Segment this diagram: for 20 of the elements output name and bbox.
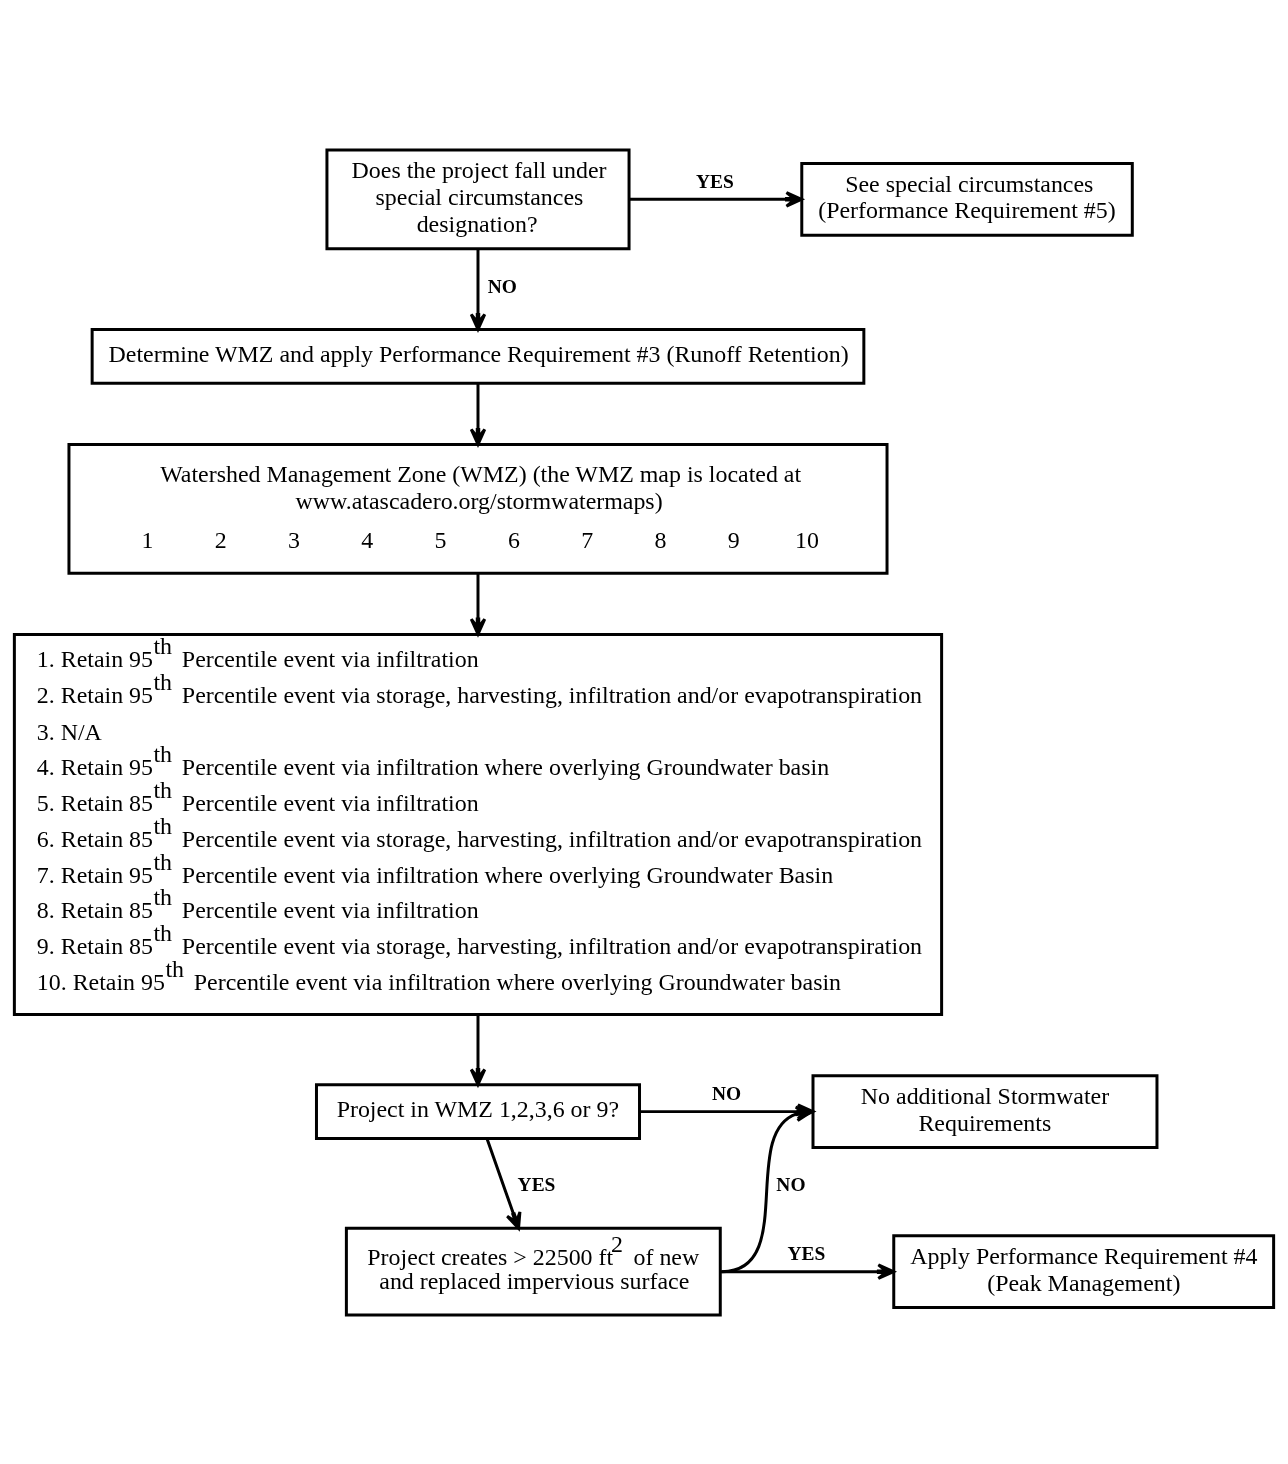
node-box: Does the project fall under special circumstances designation? bbox=[325, 148, 631, 250]
edge-label: YES bbox=[695, 170, 734, 192]
node-box: No additional Stormwater Requirements bbox=[811, 1073, 1159, 1149]
arrow bbox=[485, 1138, 522, 1230]
edge-label: NO bbox=[487, 275, 517, 297]
arrow bbox=[720, 1262, 895, 1280]
node-box: See special circumstances (Performance Requirement #5) bbox=[800, 161, 1134, 237]
node-box: Apply Performance Requirement #4 (Peak Management) bbox=[892, 1233, 1276, 1309]
node-box: Determine WMZ and apply Performance Requirement #3 (Runoff Retention) bbox=[90, 327, 866, 385]
edge-label: NO bbox=[776, 1173, 806, 1195]
node-box: Project in WMZ 1,2,3,6 or 9? bbox=[314, 1082, 641, 1140]
arrow bbox=[469, 1014, 487, 1086]
edge-label: YES bbox=[787, 1242, 826, 1264]
arrow bbox=[469, 383, 487, 446]
edge-label: YES bbox=[517, 1173, 556, 1195]
node-box: Watershed Management Zone (WMZ) (the WMZ map is located at www.atascadero.org/stormwatermaps) 1 2 3 4 5 6 7 8 9 10 bbox=[67, 442, 889, 575]
arrow bbox=[469, 572, 487, 636]
arrow bbox=[469, 248, 487, 331]
arrow bbox=[629, 190, 803, 208]
edge-label: NO bbox=[712, 1082, 742, 1104]
